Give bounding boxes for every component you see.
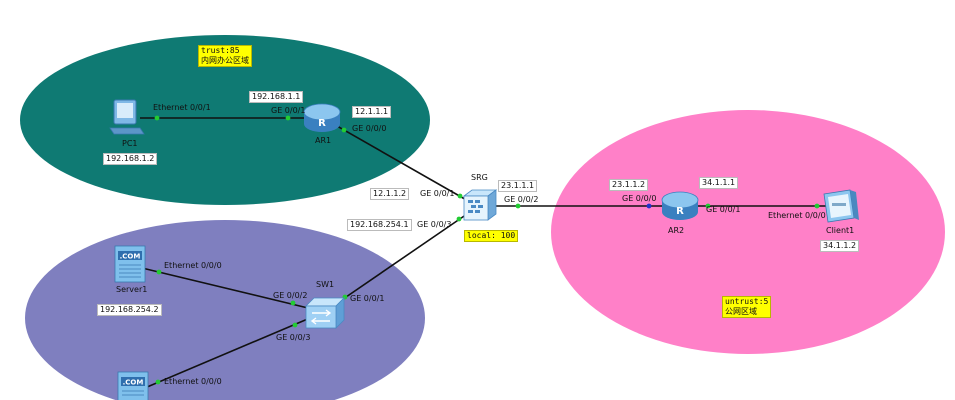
firewall-icon[interactable] (462, 189, 498, 221)
server2-port: Ethernet 0/0/0 (164, 377, 222, 386)
client1-ip: 34.1.1.2 (820, 240, 860, 252)
svg-text:.COM: .COM (123, 379, 144, 387)
srg-ip-ar1: 12.1.1.2 (370, 188, 410, 200)
untrust-zone-desc: 公网区域 (725, 307, 757, 316)
ar1-ip-right: 12.1.1.1 (352, 106, 392, 118)
port-dot (154, 115, 160, 121)
server-icon[interactable]: .COM (114, 245, 146, 283)
server-icon[interactable]: .COM (117, 371, 149, 400)
local-zone-tag: local: 100 (464, 230, 519, 242)
local-zone-name: local: 100 (467, 231, 516, 240)
port-dot (156, 269, 162, 275)
router-icon[interactable]: R (661, 191, 699, 220)
server1-port: Ethernet 0/0/0 (164, 261, 222, 270)
untrust-zone (551, 110, 945, 354)
port-dot (285, 115, 291, 121)
ar2-ip-left: 23.1.1.2 (609, 179, 649, 191)
ar1-port-left: GE 0/0/1 (271, 106, 306, 115)
port-dot (341, 127, 347, 133)
client1-name: Client1 (826, 226, 855, 235)
trust-zone-tag: trust:85 内网办公区域 (198, 45, 252, 67)
ar2-port-left: GE 0/0/0 (622, 194, 657, 203)
srg-name: SRG (471, 173, 488, 182)
port-dot-down (646, 203, 652, 209)
sw1-name: SW1 (316, 280, 335, 289)
srg-ip-ar2: 23.1.1.1 (498, 180, 538, 192)
ar1-port-right: GE 0/0/0 (352, 124, 387, 133)
link-server2-sw1 (139, 317, 311, 391)
svg-text:R: R (318, 118, 326, 129)
port-dot (292, 322, 298, 328)
untrust-zone-tag: untrust:5 公网区域 (722, 296, 772, 318)
untrust-zone-name: untrust:5 (725, 297, 769, 306)
port-dot (155, 379, 161, 385)
switch-icon[interactable] (305, 297, 345, 329)
srg-port-sw1: GE 0/0/3 (417, 220, 452, 229)
port-dot (705, 203, 711, 209)
server1-ip: 192.168.254.2 (97, 304, 162, 316)
pc-icon[interactable] (109, 99, 145, 135)
client1-port: Ethernet 0/0/0 (768, 211, 826, 220)
ar2-ip-right: 34.1.1.1 (699, 177, 739, 189)
router-icon[interactable]: R (303, 103, 341, 132)
pc1-ip: 192.168.1.2 (103, 153, 158, 165)
link-ar1-srg (329, 121, 471, 203)
client-icon[interactable] (823, 189, 859, 223)
srg-ip-sw1: 192.168.254.1 (347, 219, 412, 231)
ar1-ip-left: 192.168.1.1 (249, 91, 304, 103)
link-srg-sw1 (329, 211, 471, 309)
pc1-port: Ethernet 0/0/1 (153, 103, 211, 112)
pc1-name: PC1 (122, 139, 138, 148)
ar2-port-right: GE 0/0/1 (706, 205, 741, 214)
svg-text:.COM: .COM (120, 253, 141, 261)
port-dot (814, 203, 820, 209)
trust-zone-desc: 内网办公区域 (201, 56, 249, 65)
port-dot (457, 193, 463, 199)
srg-port-ar1: GE 0/0/1 (420, 189, 455, 198)
sw1-port-srg: GE 0/0/1 (350, 294, 385, 303)
port-dot (515, 203, 521, 209)
srg-port-ar2: GE 0/0/2 (504, 195, 539, 204)
sw1-port-server2: GE 0/0/3 (276, 333, 311, 342)
dmz-zone (25, 220, 425, 400)
svg-text:R: R (676, 206, 684, 217)
server1-name: Server1 (116, 285, 148, 294)
port-dot (290, 300, 296, 306)
ar2-name: AR2 (668, 226, 685, 235)
trust-zone-name: trust:85 (201, 46, 240, 55)
port-dot (456, 216, 462, 222)
link-server1-sw1 (141, 267, 309, 309)
ar1-name: AR1 (315, 136, 332, 145)
sw1-port-server1: GE 0/0/2 (273, 291, 308, 300)
